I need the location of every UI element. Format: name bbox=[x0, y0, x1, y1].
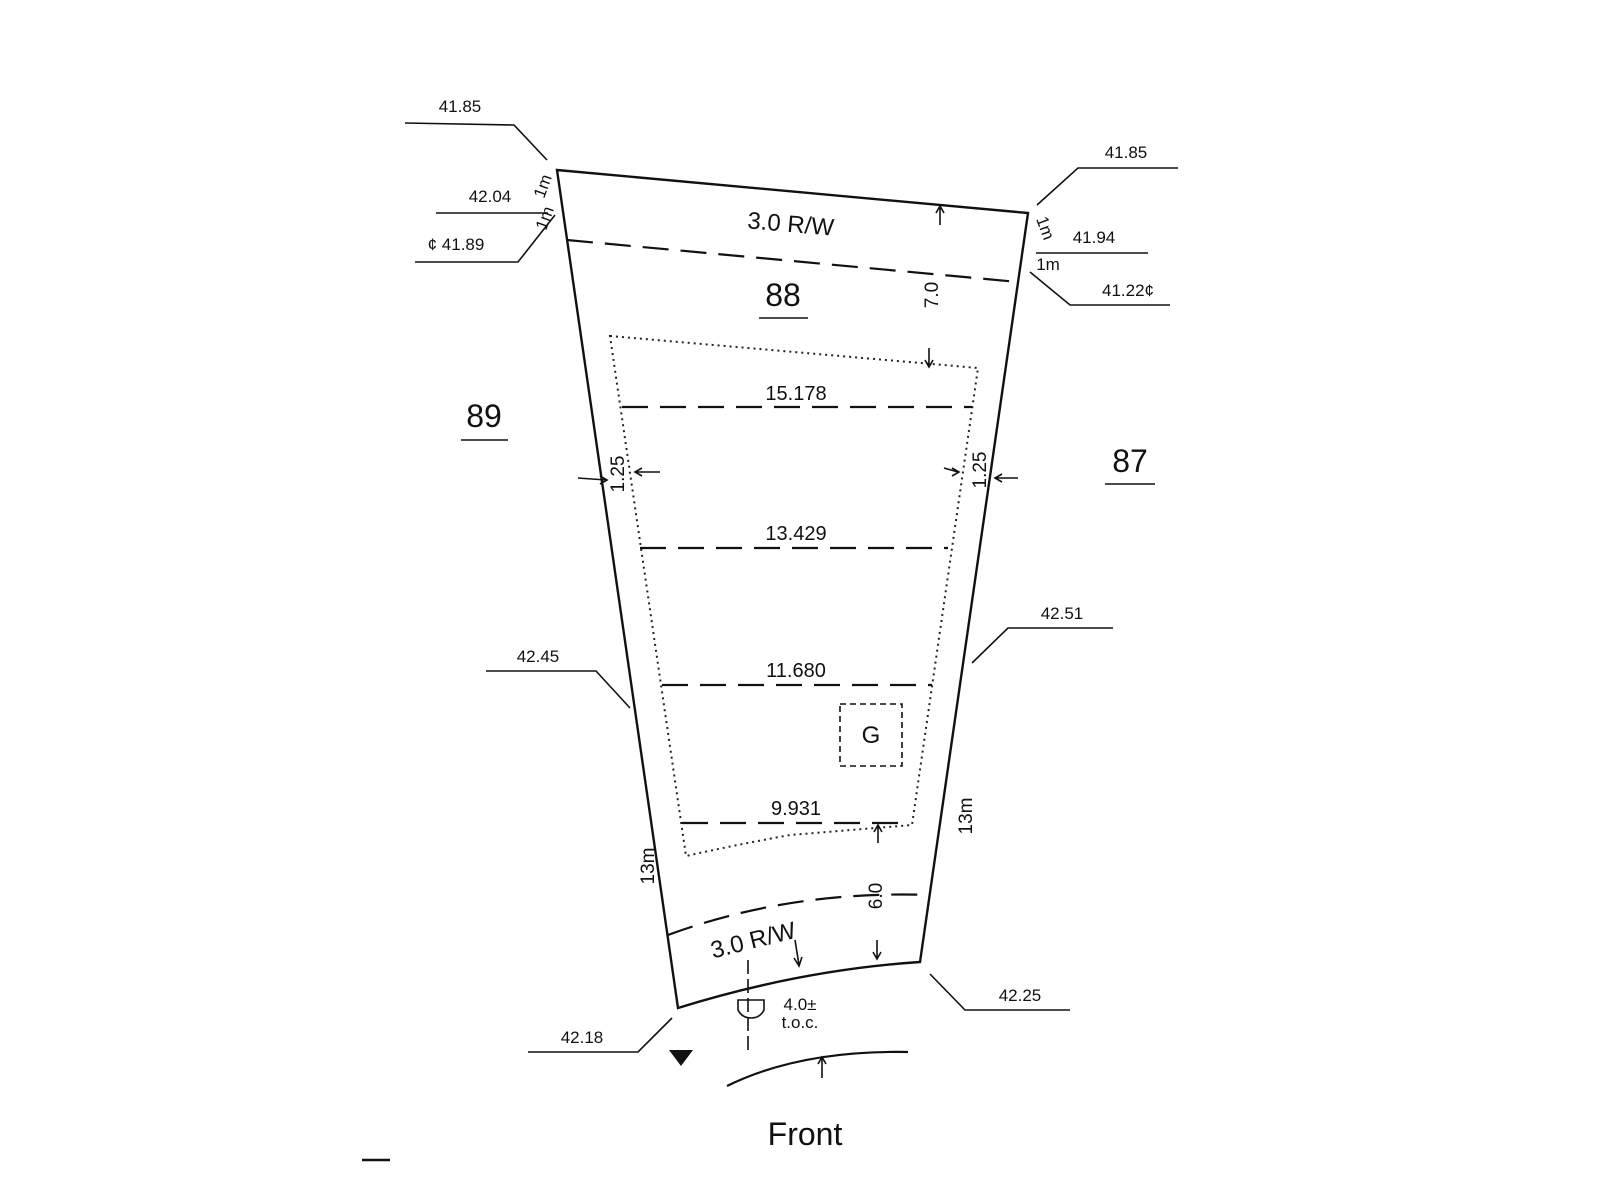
marker-triangle-icon bbox=[669, 1050, 693, 1066]
building-envelope bbox=[608, 334, 980, 858]
front-row-label: 3.0 R/W bbox=[708, 917, 799, 964]
elevation-label: 42.51 bbox=[1041, 604, 1084, 623]
width-label: 9.931 bbox=[771, 798, 821, 820]
front-setback-label: 6.0 bbox=[866, 883, 887, 909]
elevation-label: 41.22¢ bbox=[1102, 281, 1154, 300]
elevation-label: 42.25 bbox=[999, 986, 1042, 1005]
front-row-line bbox=[667, 893, 931, 937]
leader-top-right bbox=[1036, 167, 1178, 206]
leader-mid-left bbox=[486, 670, 631, 709]
garage-box bbox=[839, 703, 903, 767]
lot-number-89: 89 bbox=[466, 398, 502, 434]
elevation-label: 42.04 bbox=[469, 187, 512, 206]
curb-note: t.o.c. bbox=[782, 1013, 819, 1032]
leader-top-left bbox=[404, 122, 548, 161]
leader-bottom-left bbox=[528, 1017, 673, 1053]
offset-left-bottom: 1m bbox=[532, 204, 558, 233]
setback-arrows-right bbox=[943, 467, 1018, 483]
offset-right-top: 1m bbox=[1032, 214, 1058, 243]
lot-number-88: 88 bbox=[765, 277, 801, 313]
side-setback-left: 1.25 bbox=[608, 456, 629, 493]
lot-number-87: 87 bbox=[1112, 443, 1148, 479]
elevation-label: 41.94 bbox=[1073, 228, 1116, 247]
arrow-icon bbox=[872, 940, 882, 961]
width-label: 15.178 bbox=[765, 383, 826, 405]
arrow-icon bbox=[873, 823, 883, 843]
curb-distance: 4.0± bbox=[784, 995, 817, 1014]
leader-left-cl bbox=[415, 214, 556, 263]
setback-arrows-left bbox=[577, 467, 660, 485]
front-label: Front bbox=[768, 1116, 843, 1152]
rear-row-label: 3.0 R/W bbox=[746, 207, 835, 241]
elevation-label: 41.85 bbox=[439, 97, 482, 116]
side-setback-right: 1.25 bbox=[970, 452, 991, 489]
rear-setback-label: 7.0 bbox=[922, 282, 943, 308]
side-length-left: 13m bbox=[638, 848, 659, 885]
hydrant-icon bbox=[737, 999, 765, 1019]
elevation-label: ¢ 41.89 bbox=[428, 235, 485, 254]
elevation-label: 42.18 bbox=[561, 1028, 604, 1047]
arrow-icon bbox=[935, 204, 945, 225]
leader-bottom-right bbox=[929, 973, 1070, 1011]
offset-right-bottom: 1m bbox=[1036, 255, 1060, 274]
offset-left-top: 1m bbox=[530, 172, 556, 201]
elevation-label: 41.85 bbox=[1105, 143, 1148, 162]
leader-right-cl bbox=[1029, 271, 1170, 306]
width-label: 13.429 bbox=[765, 523, 826, 545]
leader-mid-right bbox=[971, 627, 1113, 664]
curb-line bbox=[726, 1050, 909, 1087]
arrow-icon bbox=[924, 348, 934, 369]
width-label: 11.680 bbox=[766, 660, 826, 682]
arrow-icon bbox=[817, 1055, 827, 1078]
rear-row-line bbox=[566, 238, 1019, 284]
elevation-label: 42.45 bbox=[517, 647, 560, 666]
garage-label: G bbox=[862, 722, 881, 749]
arrow-icon bbox=[793, 939, 803, 968]
lot-boundary bbox=[555, 168, 1030, 1010]
side-length-right: 13m bbox=[956, 798, 977, 835]
